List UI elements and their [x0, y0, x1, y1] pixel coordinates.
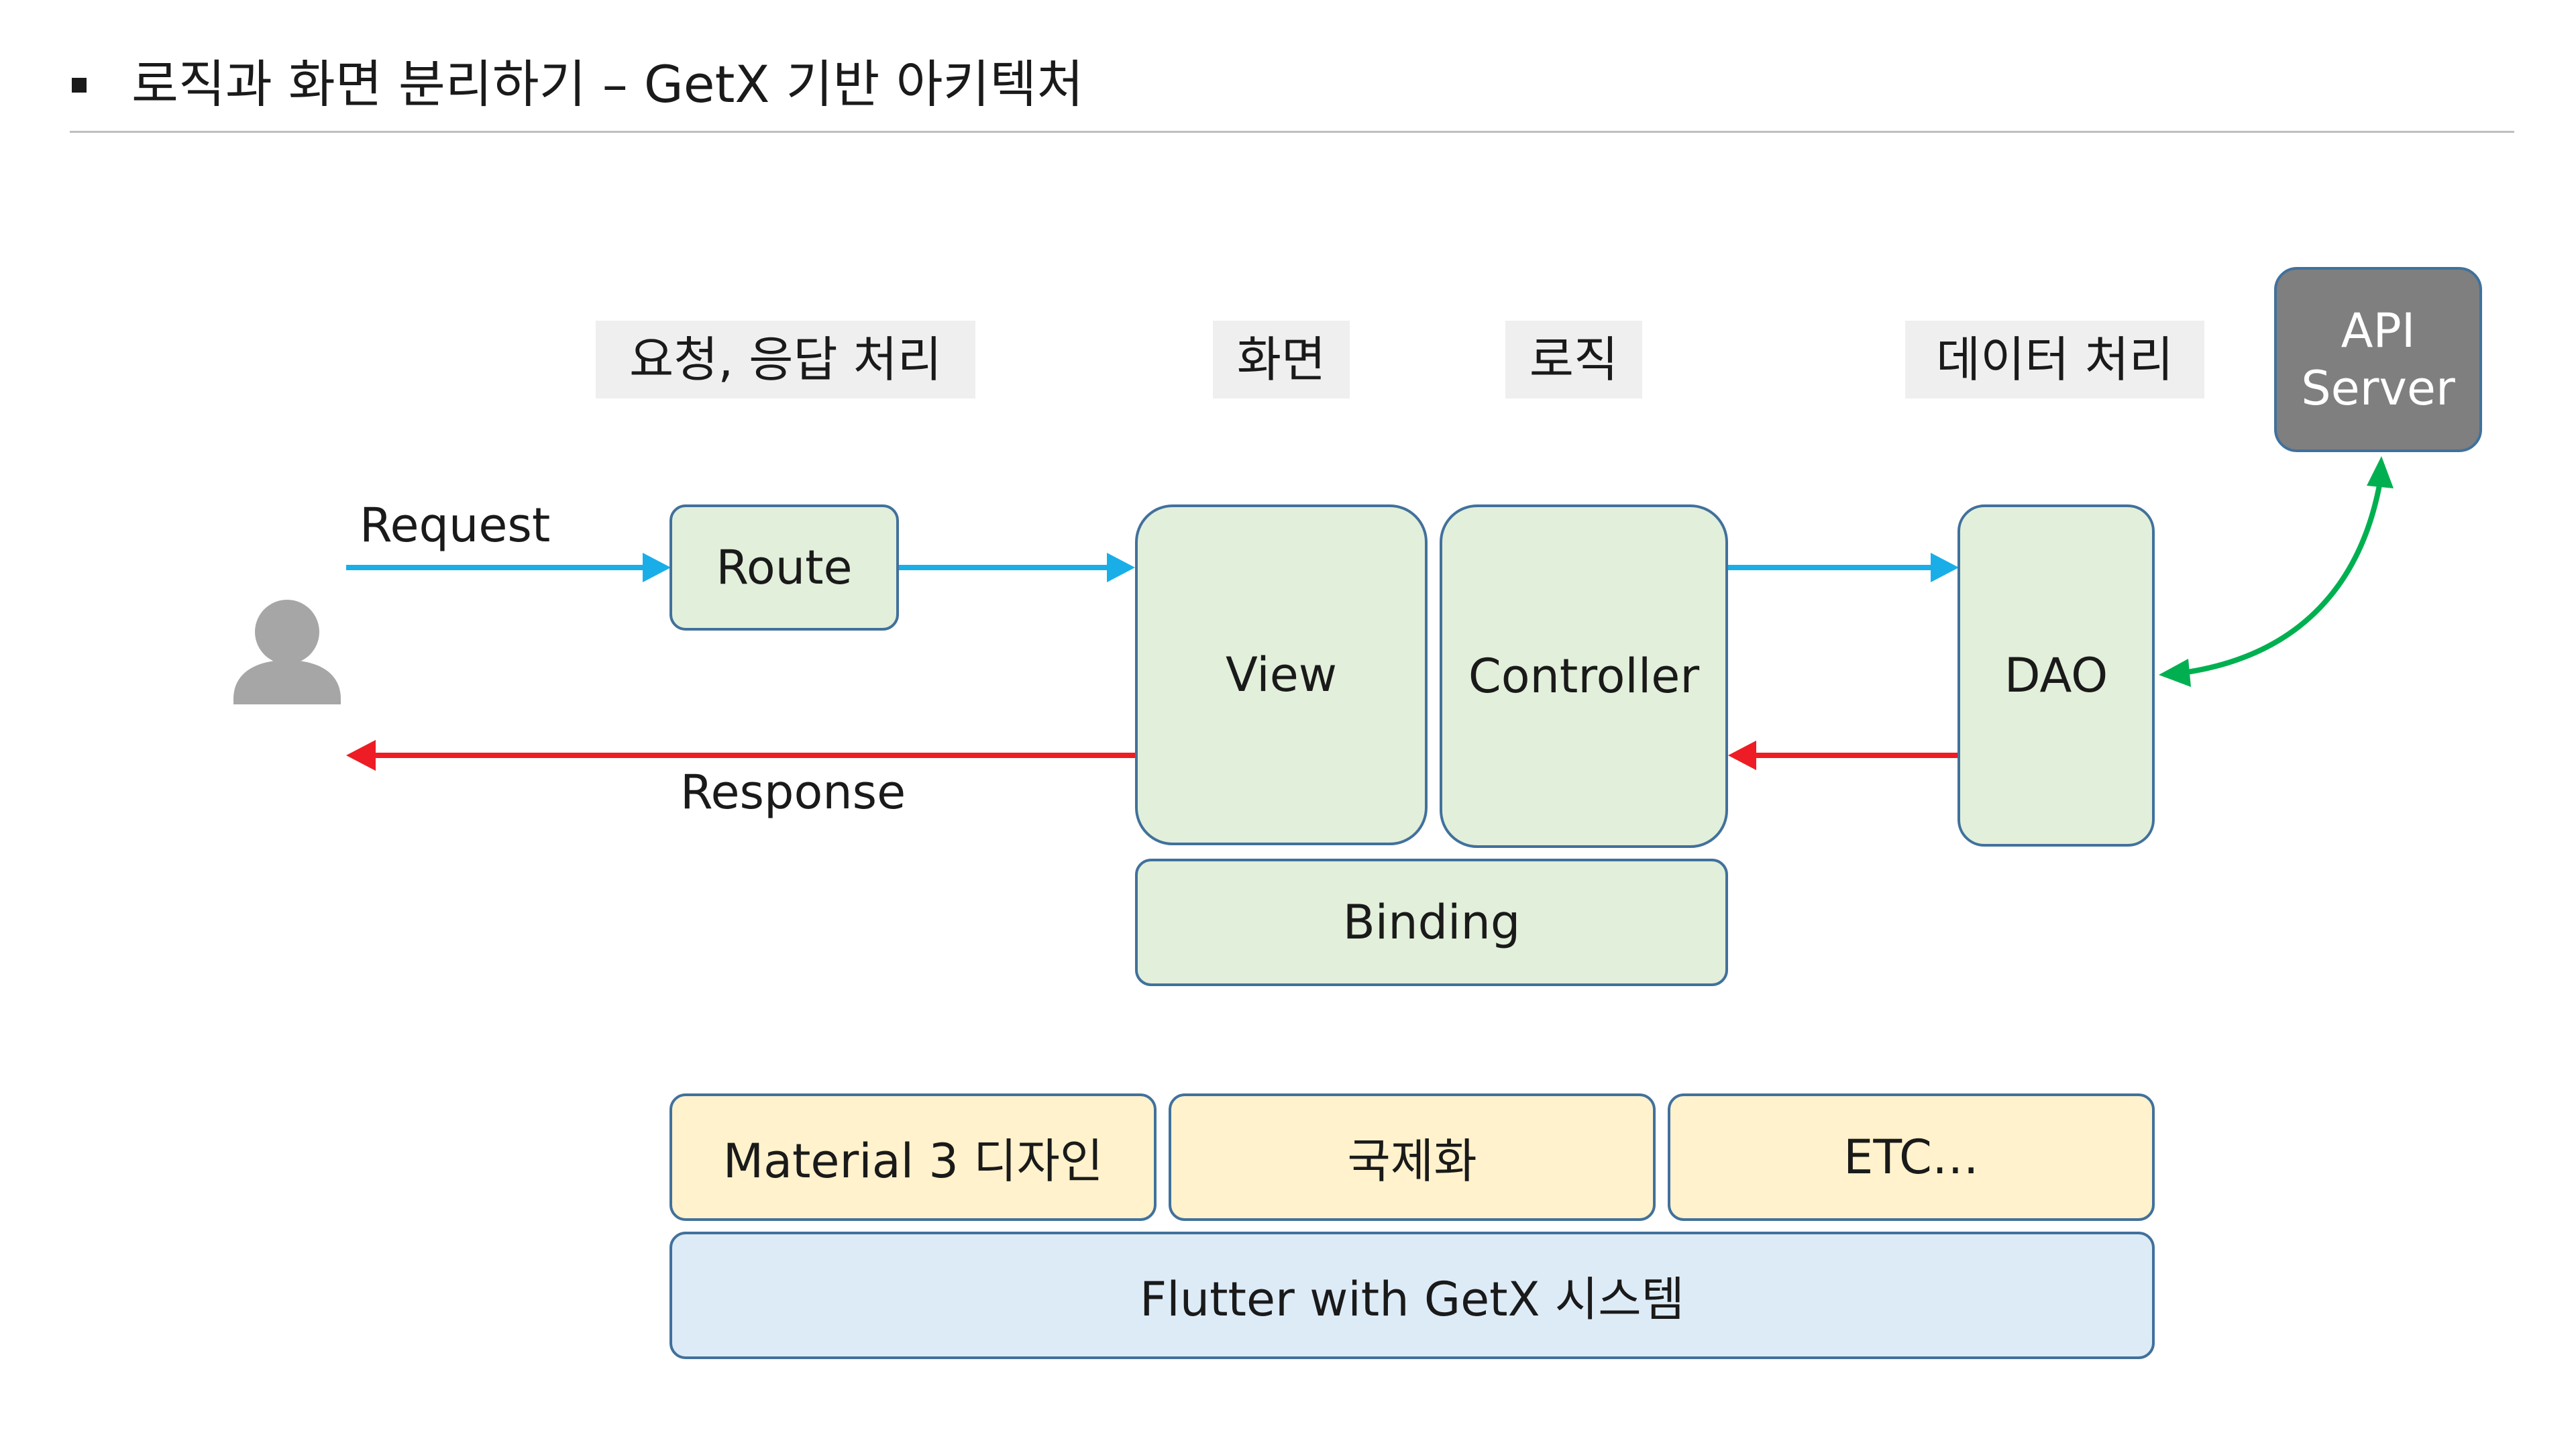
- controller-to-dao-arrow: [1728, 553, 1959, 582]
- api-server-label-line2: Server: [2301, 361, 2455, 416]
- i18n-label: 국제화: [1347, 1133, 1477, 1189]
- title-bullet: [72, 78, 87, 93]
- category-request-response: 요청, 응답 처리: [596, 321, 975, 398]
- view-node: View: [1135, 504, 1428, 845]
- route-node-label: Route: [716, 540, 853, 595]
- controller-node: Controller: [1440, 504, 1728, 848]
- material-design-layer: Material 3 디자인: [669, 1093, 1157, 1221]
- api-dao-link: [2159, 456, 2394, 687]
- request-label: Request: [360, 498, 551, 553]
- flutter-getx-system-layer: Flutter with GetX 시스템: [669, 1232, 2155, 1359]
- category-logic: 로직: [1505, 321, 1642, 398]
- binding-node-label: Binding: [1342, 895, 1521, 950]
- etc-label: ETC…: [1843, 1130, 1979, 1185]
- dao-node: DAO: [1957, 504, 2155, 847]
- api-server-node: API Server: [2274, 267, 2482, 452]
- material-design-label: Material 3 디자인: [722, 1133, 1104, 1189]
- controller-node-label: Controller: [1468, 649, 1700, 704]
- flutter-getx-system-label: Flutter with GetX 시스템: [1140, 1271, 1684, 1327]
- dao-to-controller-arrow: [1728, 741, 1957, 770]
- response-arrow: [346, 740, 1135, 771]
- api-server-label-line1: API: [2341, 303, 2416, 358]
- page-title: 로직과 화면 분리하기 – GetX 기반 아키텍처: [131, 54, 1084, 114]
- dao-node-label: DAO: [2004, 648, 2108, 703]
- etc-layer: ETC…: [1668, 1093, 2155, 1221]
- category-data: 데이터 처리: [1905, 321, 2204, 398]
- binding-node: Binding: [1135, 859, 1728, 986]
- route-to-view-arrow: [899, 553, 1135, 582]
- user-icon: [233, 600, 341, 704]
- route-node: Route: [669, 504, 899, 631]
- title-divider: [70, 131, 2514, 133]
- request-arrow: [346, 553, 671, 582]
- response-label: Response: [680, 765, 906, 820]
- category-screen: 화면: [1213, 321, 1350, 398]
- i18n-layer: 국제화: [1169, 1093, 1656, 1221]
- view-node-label: View: [1225, 647, 1338, 702]
